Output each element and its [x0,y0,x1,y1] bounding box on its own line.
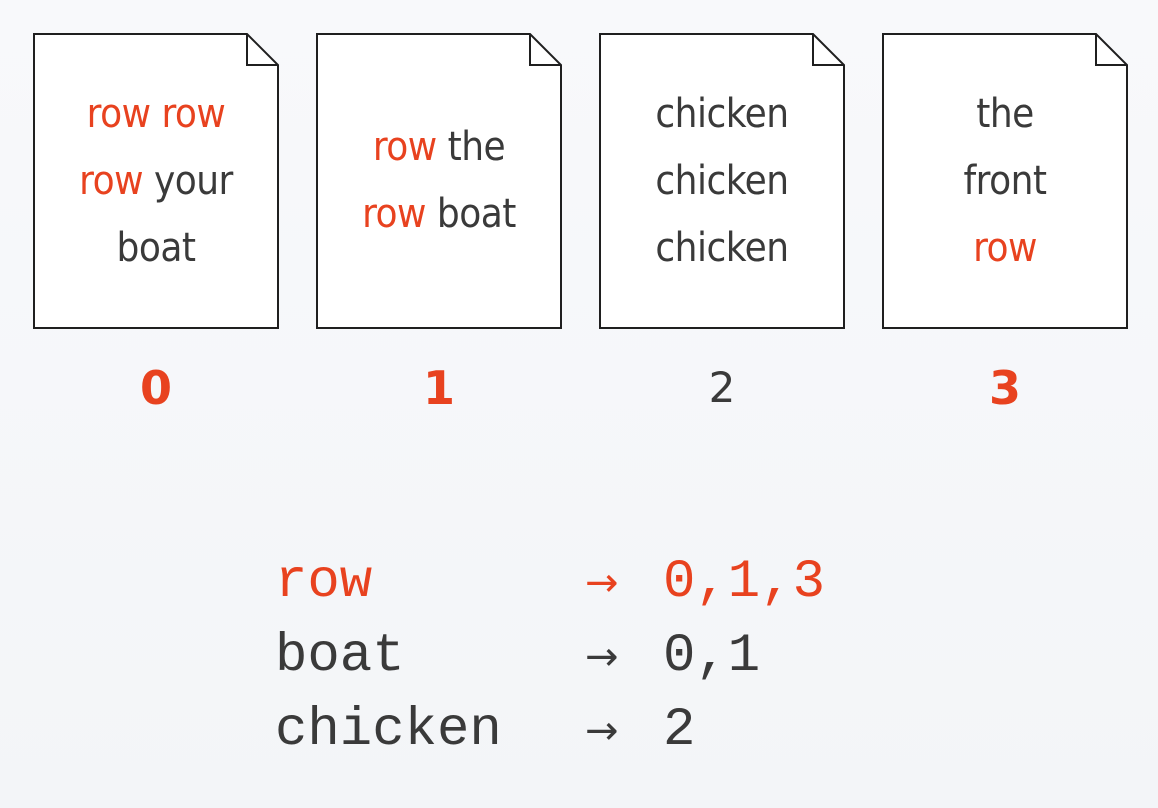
document-line: row row [87,81,226,148]
document-text: chicken chicken chicken [599,33,845,329]
document-word: row [973,224,1037,271]
document-card-0: row row row your boat [33,33,279,329]
document-word: chicken [655,90,789,137]
index-postings: 2 [663,700,696,761]
document-text: row row row your boat [33,33,279,329]
document-id-0: 0 [139,361,172,415]
document-line: row boat [362,181,516,248]
document-page-icon [33,33,279,329]
arrow-right-icon: → [585,560,619,606]
document-word: chicken [655,157,789,204]
index-term: row [275,552,373,613]
index-entry-row: row → 0,1,3 [275,546,825,620]
document-card-2: chicken chicken chicken [599,33,845,329]
document-word: boat [425,191,517,237]
document-line: row [973,215,1037,282]
index-entry-boat: boat → 0,1 [275,620,825,694]
index-term: boat [275,626,405,687]
document-page-icon [882,33,1128,329]
document-word: row [372,124,437,170]
document-line: chicken [655,215,789,282]
document-text: row the row boat [316,33,562,329]
document-line: the [976,81,1034,148]
document-text: the front row [882,33,1128,329]
document-word: boat [116,224,196,271]
document-id-2: 2 [708,363,736,412]
document-card-1: row the row boat [316,33,562,329]
index-entry-chicken: chicken → 2 [275,694,825,768]
document-page-icon [599,33,845,329]
document-id-3: 3 [988,361,1021,415]
document-line: row the [372,114,506,181]
document-word: chicken [655,224,789,271]
index-postings: 0,1 [663,626,761,687]
index-postings: 0,1,3 [663,552,826,613]
arrow-right-icon: → [585,634,619,680]
document-word: your [143,157,233,204]
document-word: row [362,191,426,237]
inverted-index-table: row → 0,1,3 boat → 0,1 chicken → 2 [275,546,825,768]
document-line: chicken [655,148,789,215]
index-term: chicken [275,700,502,761]
document-line: boat [116,215,196,282]
document-word: front [963,157,1048,204]
document-card-3: the front row [882,33,1128,329]
document-line: row your [79,148,233,215]
document-line: chicken [655,81,789,148]
document-id-1: 1 [422,361,455,415]
document-word: the [436,124,506,170]
document-word: row [79,157,144,204]
document-word: row row [86,90,226,137]
arrow-right-icon: → [585,708,619,754]
document-word: the [976,90,1034,137]
document-page-icon [316,33,562,329]
document-line: front [963,148,1048,215]
